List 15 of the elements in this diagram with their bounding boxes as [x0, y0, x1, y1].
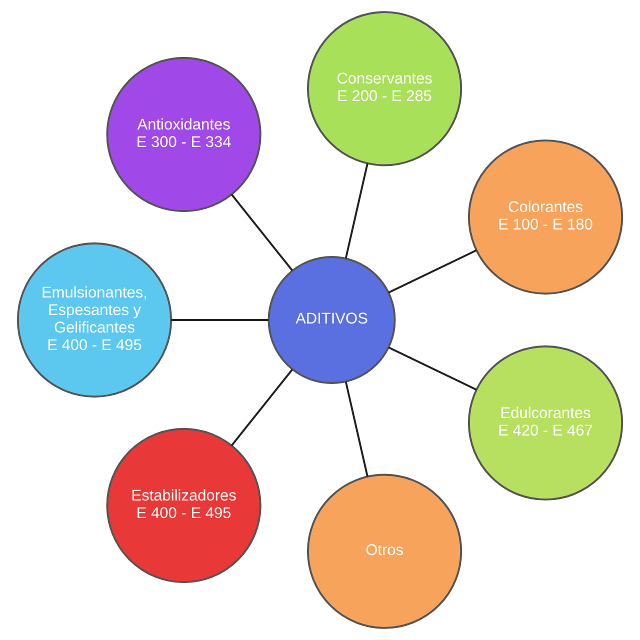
node-circle: ADITIVOS: [268, 256, 396, 384]
connector: [344, 163, 368, 259]
node-circle: Conservantes E 200 - E 285: [306, 11, 462, 166]
connector: [230, 368, 294, 446]
connector: [344, 381, 368, 477]
connector: [171, 319, 268, 321]
node-circle: Antioxidantes E 300 - E 334: [106, 56, 262, 212]
connector: [388, 346, 477, 391]
node-circle: Emulsionantes, Espesantes y Gelificantes E 400 - E 495: [16, 242, 172, 398]
node-circle: Estabilizadores E 400 - E 495: [106, 428, 262, 584]
connector: [230, 194, 294, 272]
connector: [388, 249, 477, 294]
node-circle: Otros: [306, 474, 462, 629]
node-circle: Colorantes E 100 - E 180: [468, 139, 624, 295]
node-circle: Edulcorantes E 420 - E 467: [468, 345, 624, 501]
